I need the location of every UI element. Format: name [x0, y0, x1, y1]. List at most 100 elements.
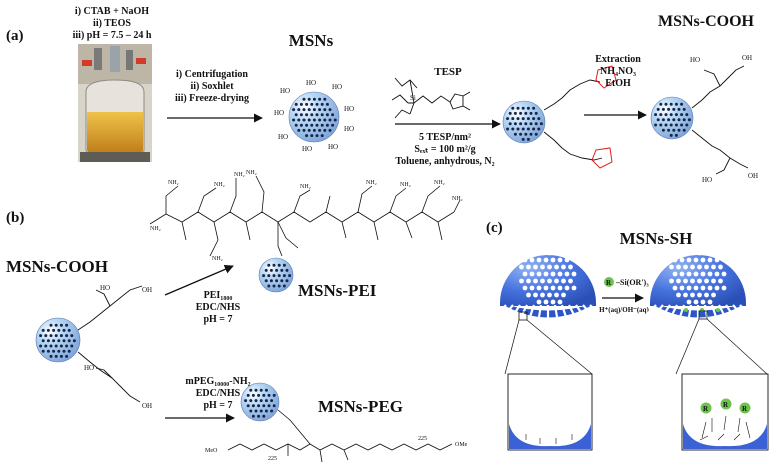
cooh-label-7: HO	[84, 364, 94, 372]
pore	[54, 354, 58, 358]
pore	[516, 106, 520, 110]
pore	[682, 107, 686, 111]
pore	[682, 118, 686, 122]
extraction-2: NH₄NO₃	[600, 66, 636, 77]
pore-channel	[668, 304, 678, 321]
pore	[676, 292, 681, 298]
pore	[522, 285, 528, 291]
pore-channel	[589, 304, 606, 321]
pore	[667, 128, 671, 132]
pore	[524, 132, 528, 136]
pore	[536, 299, 542, 305]
pore	[333, 118, 337, 122]
pore	[539, 122, 543, 126]
pore	[508, 111, 512, 115]
pore	[39, 344, 43, 348]
pore	[519, 122, 523, 126]
pore	[532, 106, 536, 110]
pore	[536, 257, 542, 263]
pore	[46, 328, 50, 332]
amine-label: NH₂	[168, 180, 179, 186]
pore-channel	[640, 304, 657, 321]
pore	[328, 118, 332, 122]
pore	[536, 271, 542, 277]
pore	[664, 113, 668, 117]
pore	[700, 285, 706, 291]
r-label-1: R	[703, 405, 709, 413]
peg-meo: MeO	[205, 448, 218, 454]
pore	[526, 106, 530, 110]
pore	[680, 123, 684, 127]
hydroxyl-label: HO	[280, 87, 290, 95]
pore	[711, 264, 716, 270]
pore	[41, 328, 45, 332]
pore	[44, 334, 48, 338]
pore	[700, 299, 706, 305]
pore	[554, 250, 559, 256]
hydroxyl-label: HO	[306, 79, 316, 87]
pore	[282, 284, 286, 288]
pore	[550, 271, 556, 277]
pore-channel	[687, 304, 693, 321]
peg-chains	[227, 409, 453, 463]
pore	[519, 132, 523, 136]
pore	[568, 278, 573, 284]
pore	[707, 285, 713, 291]
amine-label: NH₂	[400, 182, 411, 188]
pore	[680, 113, 684, 117]
pore	[70, 334, 74, 338]
condition-1: 5 TESP/nm²	[419, 132, 471, 143]
pore	[310, 113, 314, 117]
hydroxyl-label: HO	[278, 133, 288, 141]
pore	[672, 107, 676, 111]
panel-c-label: (c)	[486, 220, 503, 236]
pore	[521, 106, 525, 110]
pore	[249, 388, 253, 392]
pore	[711, 250, 716, 256]
extraction-3: EtOH	[605, 78, 631, 89]
pore	[299, 123, 303, 127]
pore	[686, 271, 692, 277]
thiol-dot	[716, 308, 720, 312]
pore	[697, 292, 702, 298]
pore	[307, 128, 311, 132]
processing-step-3: iii) Freeze-drying	[175, 93, 249, 104]
pore-channel	[553, 304, 559, 321]
pore	[564, 271, 570, 277]
pore	[534, 122, 538, 126]
pore	[685, 123, 689, 127]
pore-channel	[718, 304, 728, 321]
zoom-line-4	[706, 318, 768, 375]
pore-channel	[568, 304, 578, 321]
pore	[62, 328, 66, 332]
msn-particle-pei	[258, 257, 294, 293]
si-atom: Si	[410, 94, 416, 102]
amine-label: NH₂	[300, 184, 311, 190]
reactor-photo	[78, 44, 152, 162]
amine-label: NH₂	[214, 182, 225, 188]
pore	[282, 263, 286, 267]
panel-c-conditions: H⁺(aq)/OH⁻(aq)	[599, 306, 649, 314]
pore	[305, 102, 309, 106]
pore	[264, 268, 268, 272]
pore	[272, 284, 276, 288]
pore	[554, 292, 559, 298]
pore	[667, 107, 671, 111]
pore	[285, 268, 289, 272]
hydroxyl-label: HO	[302, 145, 312, 153]
pore	[57, 339, 61, 343]
pore	[669, 102, 673, 106]
zoom-box-right: R R R	[681, 373, 769, 451]
msns-peg-title: MSNs-PEG	[318, 397, 403, 416]
pore	[700, 257, 706, 263]
pore	[259, 399, 263, 403]
pore	[62, 339, 66, 343]
pore	[282, 274, 286, 278]
pore	[672, 118, 676, 122]
amine-label: NH₂	[366, 180, 377, 186]
pore	[315, 102, 319, 106]
pore	[659, 123, 663, 127]
hydroxyl-label: HO	[274, 109, 284, 117]
cooh-label-8: OH	[142, 402, 152, 410]
pore	[683, 292, 688, 298]
